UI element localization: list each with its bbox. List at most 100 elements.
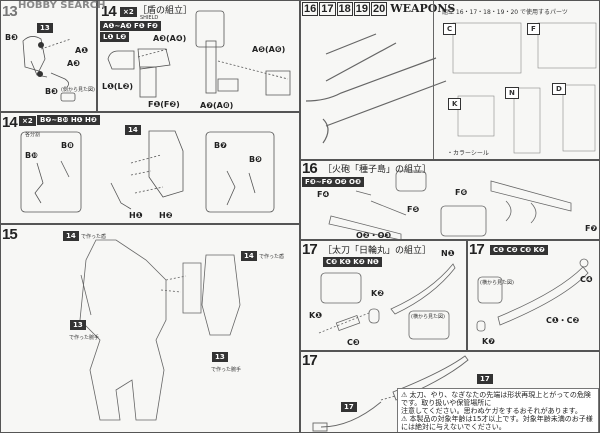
label: A❸(A❹) xyxy=(153,34,187,43)
runner-label: N xyxy=(505,87,519,99)
runner-label: C xyxy=(443,23,457,35)
step-number: 16 xyxy=(302,2,319,16)
weapons-diagram xyxy=(305,22,597,154)
label: L❶(L❷) xyxy=(102,82,134,91)
subtitle: SHIELD xyxy=(140,15,159,21)
color-sticker-note: ・カラーシール xyxy=(447,150,489,157)
step-14-2-panel: 14 ×2 B❼~B❿ H❶ H❷ 各分割 14 B❿ B❽ B❼ B❾ H❶ … xyxy=(0,112,300,224)
ref-badge: 14 xyxy=(241,251,257,261)
label: O❷・O❸ xyxy=(356,231,392,240)
parts-list: C❸ K❶ K❷ N❶ xyxy=(323,257,382,267)
step-number: 14 xyxy=(2,114,18,131)
robot-diagram xyxy=(79,239,241,421)
callout: (横から見た図) xyxy=(480,280,514,286)
label: B❾ xyxy=(249,155,262,164)
label: C❸ xyxy=(347,338,360,347)
ref-badge: 13 xyxy=(37,23,53,33)
callout: で作った盾 xyxy=(259,254,285,260)
warning-line: 注意してください。思わぬケガをするおそれがあります。 xyxy=(401,407,582,415)
label: F❻ xyxy=(455,188,468,197)
shield-diagram xyxy=(107,10,291,98)
step-number: 13 xyxy=(2,3,18,20)
callout: で作った盾 xyxy=(81,234,107,240)
runner-label: D xyxy=(552,83,566,95)
parts-list: B❼~B❿ H❶ H❷ xyxy=(37,115,100,125)
watermark: HOBBY SEARCH xyxy=(18,0,106,11)
label: K❷ xyxy=(371,289,384,298)
callout: で作った腕手 xyxy=(211,367,242,373)
label: A❶ xyxy=(75,46,88,55)
ref-badge: 14 xyxy=(125,125,141,135)
step-title: ［火砲「種子島」の組立］ xyxy=(323,165,432,175)
label: C❹ xyxy=(580,275,593,284)
parts-used-note: ・組立 16・17・18・19・20 で使用するパーツ xyxy=(436,9,568,16)
warning-line: ⚠ 本製品の対象年齢は15才以上です。対象年齢未満のお子様には絶対に与えないでく… xyxy=(401,415,593,431)
multiplier: ×2 xyxy=(120,7,137,17)
parts-list: F❸~F❼ O❷ O❸ xyxy=(302,177,364,187)
label: B❼ xyxy=(214,141,227,150)
step-17b-diagram xyxy=(476,258,589,332)
label: N❶ xyxy=(441,249,455,258)
callout: (横から見た図) xyxy=(411,314,445,320)
step-number: 17 xyxy=(319,2,336,16)
step-title: ［盾の組立］ xyxy=(138,6,193,16)
label: A❼(A❽) xyxy=(200,101,234,110)
step-17b-panel: 17 C❶ C❷ C❸ K❼ C❹ C❶・C❷ K❼ (横から見た図) xyxy=(467,240,600,351)
step-16-panel: 16 ［火砲「種子島」の組立］ F❸~F❼ O❷ O❸ F❹ F❺ O❷・O❸ … xyxy=(300,160,600,240)
weapons-header: 16 17 18 19 20 WEAPONS xyxy=(302,2,455,16)
step-14-shield-panel: 14 ×2 ［盾の組立］ SHIELD A❶~A❸ F❶ F❷ L❶ L❷ A❸… xyxy=(97,0,300,112)
step-number: 17 xyxy=(302,241,318,258)
ref-badge: 14 xyxy=(63,231,79,241)
callout: で作った腕手 xyxy=(69,335,100,341)
step-number: 16 xyxy=(302,160,318,177)
step-17a-diagram xyxy=(318,263,456,340)
step-13-panel: 13 B❸ A❶ A❸ B❸ 13 (側から見た図) xyxy=(0,0,97,112)
parts-list: L❶ L❷ xyxy=(100,32,130,42)
ref-badge: 17 xyxy=(477,374,493,384)
label: C❶・C❷ xyxy=(546,316,580,325)
label: B❿ xyxy=(25,151,38,160)
step-number: 18 xyxy=(336,2,353,16)
label: F❺ xyxy=(407,205,420,214)
label: F❶(F❷) xyxy=(148,100,180,109)
step-14-2-diagram xyxy=(20,130,275,213)
label: H❷ xyxy=(159,211,173,220)
section-title: WEAPONS xyxy=(390,2,456,15)
label: B❸ xyxy=(5,33,18,42)
sub-note: 各分割 xyxy=(25,132,41,138)
runner-label: K xyxy=(448,98,462,110)
step-17c-panel: 17 17 17 ⚠ 太刀、やり、なぎなたの先端は形状再現上とがっての危険です。… xyxy=(300,351,600,433)
step-number: 17 xyxy=(302,352,318,369)
step-15-panel: 15 14 で作った盾 14 で作った盾 13 で作った腕手 13 で作った腕手 xyxy=(0,224,300,433)
step-number: 15 xyxy=(2,226,18,243)
ref-badge: 13 xyxy=(212,352,228,362)
label: F❹ xyxy=(317,190,330,199)
step-number: 19 xyxy=(353,2,370,16)
label: A❺(A❻) xyxy=(252,45,286,54)
warning-line: ⚠ 太刀、やり、なぎなたの先端は形状再現上とがっての危険です。取り扱いや保管場所… xyxy=(401,391,591,407)
runner-label: F xyxy=(527,23,540,35)
step-number: 17 xyxy=(469,241,485,258)
multiplier: ×2 xyxy=(19,116,36,126)
label: A❸ xyxy=(67,59,80,68)
divider xyxy=(433,1,434,159)
step-16-diagram xyxy=(328,170,572,239)
parts-list: A❶~A❸ F❶ F❷ xyxy=(100,21,161,31)
ref-badge: 17 xyxy=(341,402,357,412)
step-17a-panel: 17 ［太刀「日輪丸」の組立］ C❸ K❶ K❷ N❶ N❶ K❷ K❶ C❸ … xyxy=(300,240,467,351)
ref-badge: 13 xyxy=(70,320,86,330)
label: H❶ xyxy=(129,211,143,220)
label: K❼ xyxy=(482,337,495,346)
label: K❶ xyxy=(309,311,322,320)
step-number: 20 xyxy=(371,2,388,16)
label: B❽ xyxy=(61,141,74,150)
step-13-diagram xyxy=(22,36,76,102)
step-number: 14 xyxy=(101,3,117,20)
step-title: ［太刀「日輪丸」の組立］ xyxy=(323,246,432,256)
parts-list: C❶ C❷ C❸ K❼ xyxy=(490,245,548,255)
weapons-panel: 16 17 18 19 20 WEAPONS ・組立 16・17・18・19・2… xyxy=(300,0,600,160)
safety-warning: ⚠ 太刀、やり、なぎなたの先端は形状再現上とがっての危険です。取り扱いや保管場所… xyxy=(397,388,599,432)
callout: (側から見た図) xyxy=(61,87,95,93)
label: F❼ xyxy=(585,224,598,233)
label: B❸ xyxy=(45,87,58,96)
